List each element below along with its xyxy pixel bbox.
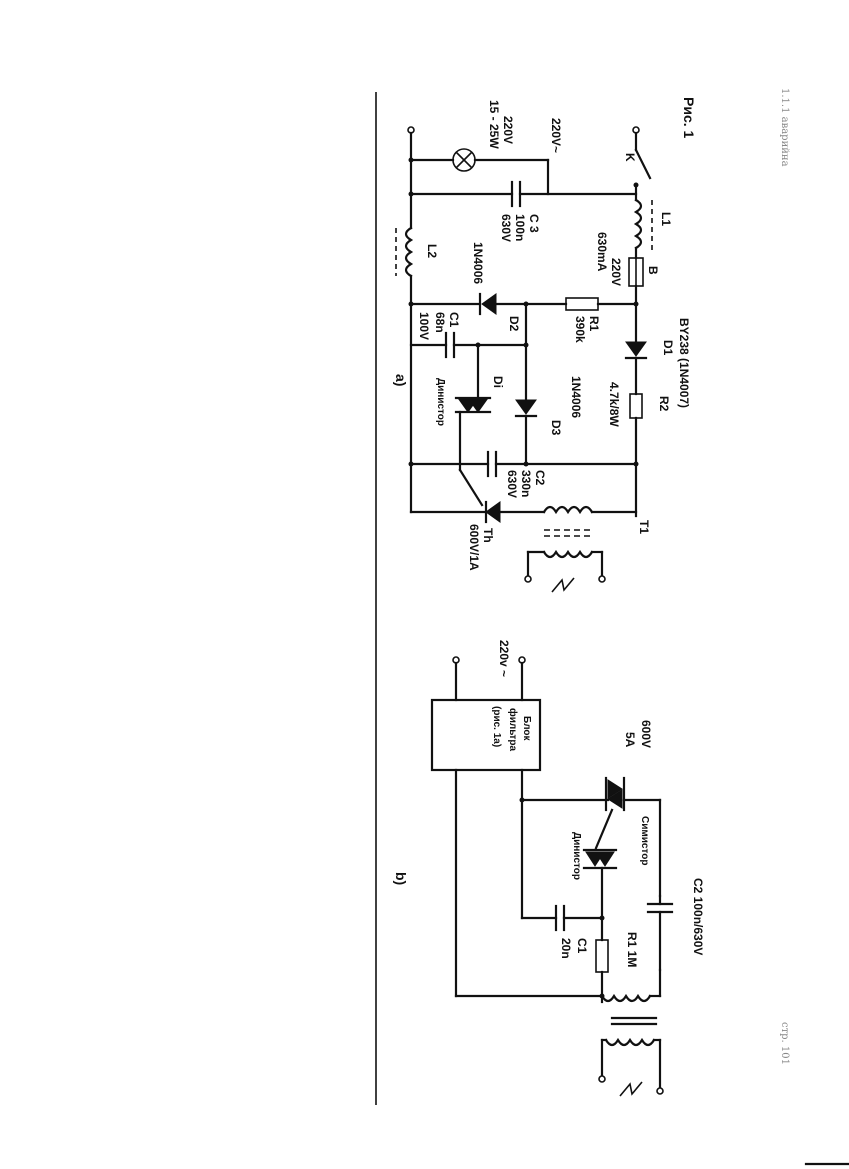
r1-value: 390k (573, 316, 587, 343)
simistor-rating-2: 5A (623, 732, 637, 748)
d2-part-label: 1N4006 (471, 242, 485, 284)
filter-label-2: фильтра (507, 708, 519, 752)
top-margin-note: 1.1.1 аварийна (779, 88, 790, 167)
d3-part-label: 1N4006 (569, 376, 583, 418)
dinistor-text: Динистор (435, 378, 446, 426)
filter-block (430, 698, 542, 772)
figure-1-title: Рис. 1 (681, 97, 697, 139)
bottom-margin-note: стр. 101 (779, 1022, 790, 1065)
switch-k (634, 148, 652, 180)
fuse-voltage: 220V (609, 258, 623, 286)
fig2-mains-label: 220v ~ (497, 640, 511, 677)
c2-label: C2 (533, 470, 547, 486)
thyristor-label: Th (481, 528, 495, 543)
simistor (607, 779, 623, 799)
c1-voltage: 100V (417, 312, 431, 340)
spark-gap (551, 577, 575, 593)
r2-value: 4.7k/8W (607, 382, 621, 427)
figure-1-circuit: Рис. 1 K L1 B 220V 630mA BY238 (1N4007) … (393, 97, 697, 593)
fig2-transformer-secondary (604, 1037, 656, 1047)
figure-2-circuit: 220v ~ Блок фильтра (рис. 1а) C1 20n 600… (393, 640, 705, 1097)
panel-b-label: b) (393, 872, 409, 885)
c1-label: C1 (447, 312, 461, 328)
fig2-dinistor-label: Динистор (571, 832, 582, 880)
panel-a-label: a) (393, 374, 409, 386)
c3-label: C 3 (527, 214, 541, 233)
resistor-r1 (565, 297, 599, 311)
c2-voltage: 630V (505, 470, 519, 498)
fig2-transformer-primary (600, 993, 652, 1003)
d1-part-label: BY238 (1N4007) (677, 318, 691, 408)
c3-value: 100n (513, 214, 527, 241)
r2-label: R2 (657, 396, 671, 412)
mains-voltage-label: 220V~ (549, 118, 563, 153)
l2-label: L2 (425, 244, 439, 258)
fuse-b-label: B (646, 266, 660, 275)
resistor-r2 (629, 393, 643, 419)
transformer-primary (542, 505, 594, 515)
c2-value: 330n (519, 470, 533, 497)
simistor-label: Симистор (639, 816, 650, 865)
fig2-r1-label: R1 1M (625, 932, 639, 967)
thyristor-rating: 600V/1A (467, 524, 481, 571)
switch-k-label: K (623, 153, 637, 162)
filter-label-1: Блок (521, 716, 532, 742)
filter-label-3: (рис. 1а) (491, 706, 502, 747)
fig2-spark-gap (619, 1081, 643, 1097)
transformer-label: T1 (637, 520, 651, 534)
d2-label: D2 (507, 316, 521, 332)
diode-d1 (625, 341, 647, 357)
diode-d3 (515, 399, 537, 415)
fig2-c1-label: C1 (575, 938, 589, 954)
fig2-c1-value: 20n (559, 938, 573, 959)
fuse-current: 630mA (595, 232, 609, 272)
fig2-resistor-r1 (595, 939, 609, 973)
d1-label: D1 (661, 340, 675, 356)
c3-voltage: 630V (499, 214, 513, 242)
fig2-c2-label: C2 100n/630V (691, 878, 705, 955)
thyristor-th (485, 501, 501, 523)
lamp-voltage: 220V (501, 116, 515, 144)
d3-label: D3 (549, 420, 563, 436)
lamp-power: 15 - 25W (487, 100, 501, 149)
l1-label: L1 (659, 212, 673, 226)
r1-label: R1 (587, 316, 601, 332)
c1-value: 68n (433, 312, 447, 333)
diode-d2 (481, 293, 497, 315)
inductor-l2 (404, 226, 414, 278)
dinistor-label: Di (491, 376, 505, 388)
transformer-secondary (542, 549, 594, 559)
simistor-rating-1: 600V (639, 720, 653, 748)
inductor-l1 (633, 198, 643, 250)
